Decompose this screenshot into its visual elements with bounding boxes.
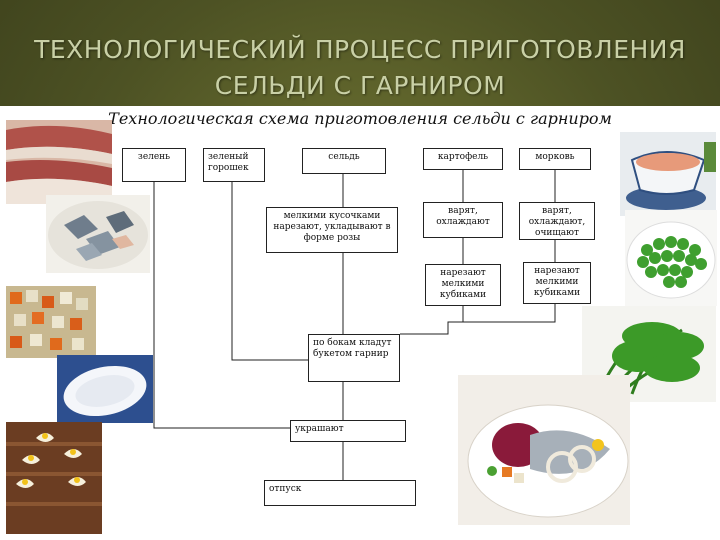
box-morkov-step2: нарезают мелкими кубиками	[523, 262, 591, 304]
egg-slices-photo-icon	[6, 422, 102, 534]
green-peas-photo-icon	[625, 210, 717, 306]
box-kartofel-step2: нарезают мелкими кубиками	[425, 264, 501, 306]
box-seld: сельдь	[302, 148, 386, 174]
slide-title-line2: СЕЛЬДИ С ГАРНИРОМ	[214, 71, 506, 100]
box-morkov: морковь	[519, 148, 591, 170]
box-kartofel: картофель	[423, 148, 503, 170]
box-garnish: по бокам кладут букетом гарнир	[308, 334, 400, 382]
box-seld-step: мелкими кусочками нарезают, укладывают в…	[266, 207, 398, 253]
herring-pieces-photo-icon	[46, 195, 150, 273]
slide-title-line1: ТЕХНОЛОГИЧЕСКИЙ ПРОЦЕСС ПРИГОТОВЛЕНИЯ	[34, 35, 686, 64]
box-zelen: зелень	[122, 148, 186, 182]
box-kartofel-step1: варят, охлаждают	[423, 202, 503, 238]
box-goroshek: зеленый горошек	[203, 148, 265, 182]
slide-title: ТЕХНОЛОГИЧЕСКИЙ ПРОЦЕСС ПРИГОТОВЛЕНИЯ СЕ…	[0, 32, 720, 104]
herring-fillet-photo-icon	[6, 120, 112, 204]
box-serve: отпуск	[264, 480, 416, 506]
box-morkov-step1: варят, охлаждают, очищают	[519, 202, 595, 240]
herring-dish-photo-icon	[458, 375, 630, 525]
scheme-title: Технологическая схема приготовления сель…	[0, 106, 720, 132]
box-decorate: украшают	[290, 420, 406, 442]
diced-vegetables-photo-icon	[6, 286, 96, 358]
sauce-boat-photo-icon	[620, 132, 716, 216]
white-plate-photo-icon	[57, 355, 153, 423]
